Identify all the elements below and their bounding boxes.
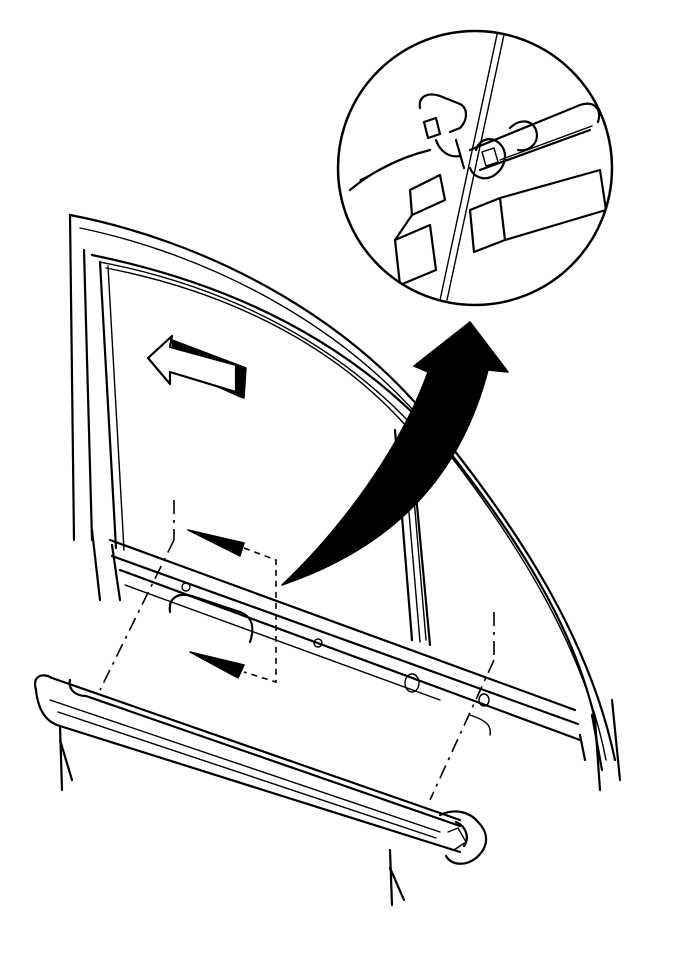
door-panel	[108, 538, 604, 772]
door-window-frame	[68, 213, 622, 792]
detail-magnifier	[336, 29, 614, 307]
clip-arrows	[187, 529, 277, 684]
callout-arrow	[281, 321, 509, 586]
alignment-lines	[99, 500, 495, 801]
weatherstrip-molding	[34, 674, 488, 907]
window-glass	[105, 267, 427, 641]
direction-arrow	[146, 334, 247, 399]
